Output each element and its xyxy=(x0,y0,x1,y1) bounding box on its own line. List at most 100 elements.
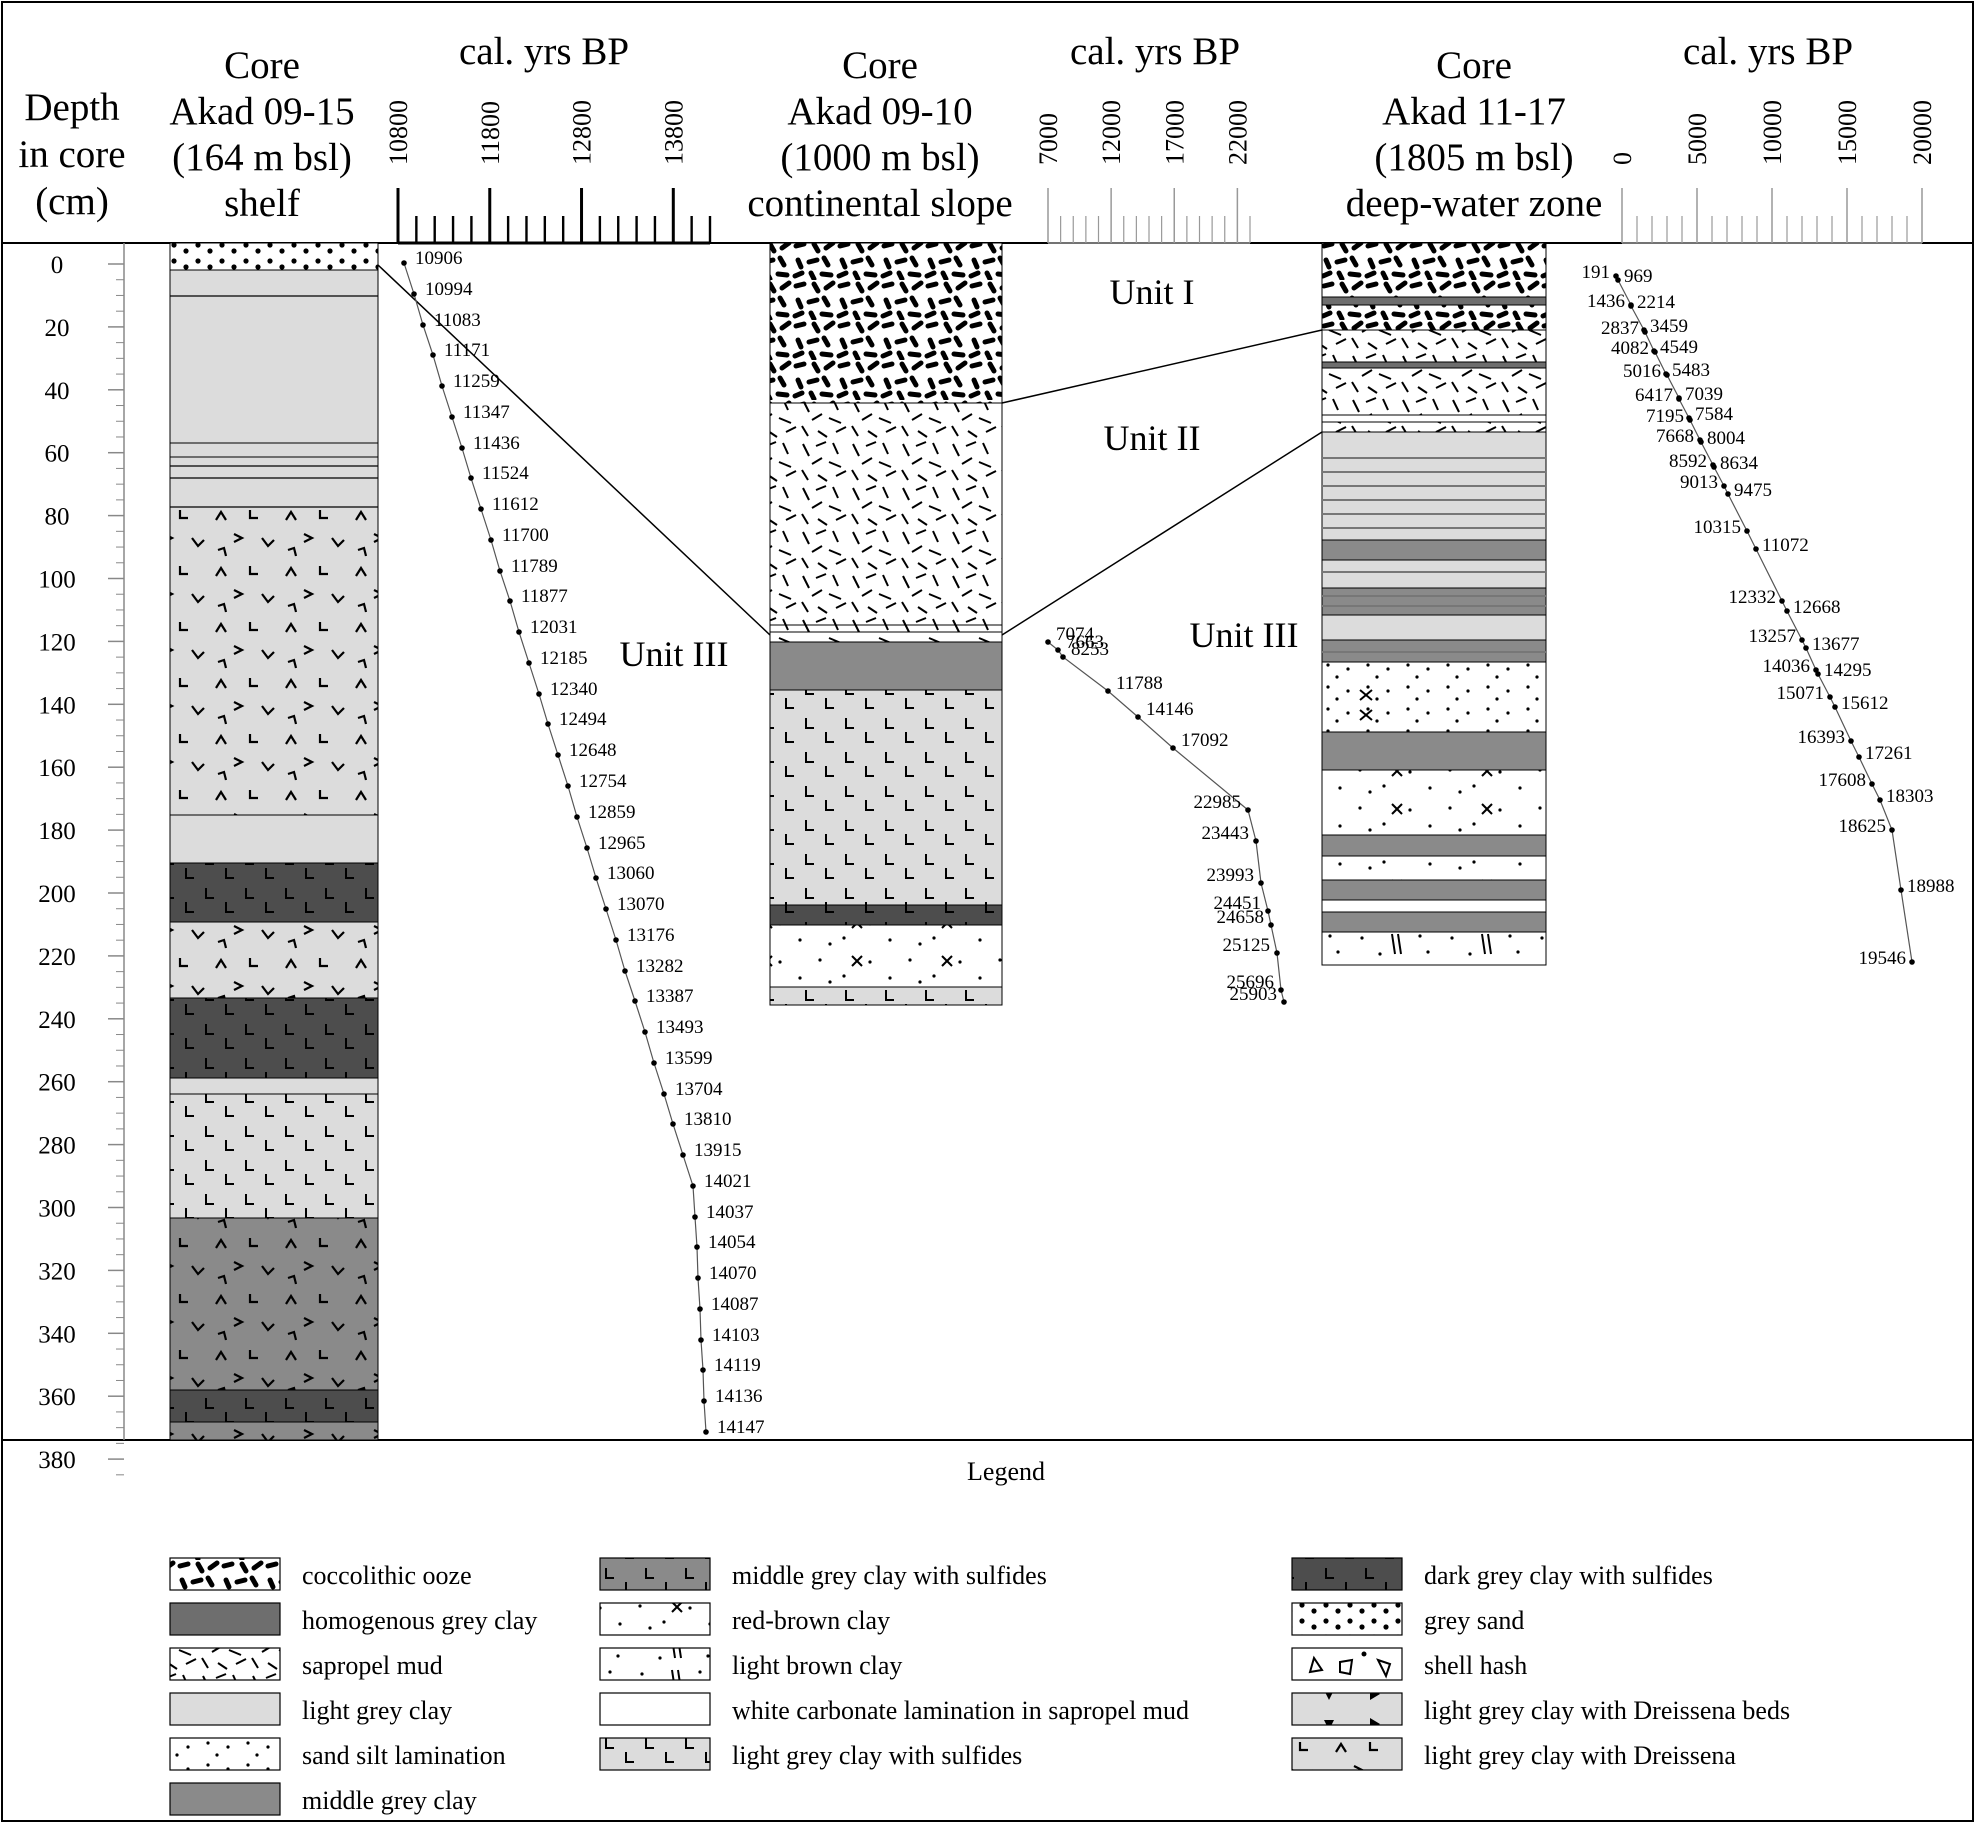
age-point xyxy=(1711,464,1717,470)
core-layer xyxy=(169,1389,379,1423)
age-point xyxy=(488,537,494,543)
depth-tick-label: 60 xyxy=(45,441,70,468)
age-label: 11612 xyxy=(492,494,539,515)
core-layer xyxy=(169,1217,379,1391)
age-point xyxy=(1253,838,1259,844)
legend-label: light grey clay with sulfides xyxy=(732,1741,1022,1770)
age-label: 7663 xyxy=(1066,632,1104,653)
age-axis-title: cal. yrs BP xyxy=(1070,30,1240,73)
age-point xyxy=(1889,827,1895,833)
age-point xyxy=(1615,277,1621,283)
depth-tick-label: 20 xyxy=(45,315,70,342)
legend-item: white carbonate lamination in sapropel m… xyxy=(599,1692,1189,1726)
age-label: 13599 xyxy=(665,1048,713,1069)
age-label: 13810 xyxy=(684,1109,732,1130)
core-layer xyxy=(769,904,1003,926)
core-title-line: Akad 09-10 xyxy=(787,90,972,133)
age-point xyxy=(565,783,571,789)
age-point xyxy=(497,568,503,574)
legend-label: grey sand xyxy=(1424,1606,1524,1635)
legend-item: middle grey clay with sulfides xyxy=(599,1557,1047,1591)
unit-label-ii: Unit II xyxy=(1104,418,1201,458)
age-point xyxy=(593,875,599,881)
age-point xyxy=(1869,781,1875,787)
depth-tick-label: 40 xyxy=(45,378,70,405)
legend-label: shell hash xyxy=(1424,1651,1527,1680)
core-layer xyxy=(769,624,1003,643)
core-layer xyxy=(1321,899,1547,913)
age-label: 12965 xyxy=(598,833,646,854)
age-point xyxy=(468,475,474,481)
legend-label: homogenous grey clay xyxy=(302,1606,537,1635)
age-label: 4082 xyxy=(1611,338,1649,359)
legend-label: white carbonate lamination in sapropel m… xyxy=(732,1696,1189,1725)
core-title-line: Akad 11-17 xyxy=(1382,90,1566,133)
depth-tick-label: 200 xyxy=(38,881,76,908)
age-label: 12648 xyxy=(569,740,617,761)
age-label: 969 xyxy=(1624,266,1653,287)
depth-title-line: Depth xyxy=(24,86,119,129)
age-point xyxy=(651,1060,657,1066)
age-label: 17608 xyxy=(1819,770,1867,791)
core-title-line: continental slope xyxy=(747,182,1012,225)
legend-swatch-red-brown-clay xyxy=(599,1602,711,1636)
legend-item: red-brown clay xyxy=(599,1602,890,1636)
age-label: 5016 xyxy=(1623,361,1661,382)
age-point xyxy=(478,506,484,512)
core-layer xyxy=(1321,587,1547,616)
age-depth-models: 1090610994110831117111259113471143611524… xyxy=(401,248,1955,1438)
age-point xyxy=(507,598,513,604)
age-point xyxy=(1278,987,1284,993)
core-columns xyxy=(169,242,1547,1441)
age-point xyxy=(613,937,619,943)
age-label: 13493 xyxy=(656,1017,704,1038)
age-axis-title: cal. yrs BP xyxy=(1683,30,1853,73)
age-label: 14087 xyxy=(711,1294,759,1315)
correlation-lines xyxy=(377,264,1323,636)
legend-label: light brown clay xyxy=(732,1651,902,1680)
unit-correlation-line xyxy=(1001,329,1323,404)
age-point xyxy=(632,998,638,1004)
age-point xyxy=(1628,303,1634,309)
age-point xyxy=(411,291,417,297)
age-point xyxy=(1725,491,1731,497)
core-title-line: (1805 m bsl) xyxy=(1374,136,1573,179)
age-label: 9013 xyxy=(1680,472,1718,493)
age-label: 19546 xyxy=(1859,948,1907,969)
age-label: 6417 xyxy=(1635,385,1673,406)
age-axis-title: cal. yrs BP xyxy=(459,30,629,73)
age-label: 12754 xyxy=(579,771,627,792)
core-layer xyxy=(1321,661,1547,733)
age-label: 11072 xyxy=(1762,535,1809,556)
age-tick-label: 22000 xyxy=(1223,100,1252,165)
depth-tick-label: 300 xyxy=(38,1196,76,1223)
age-label: 15612 xyxy=(1841,693,1889,714)
age-label: 13677 xyxy=(1812,634,1860,655)
age-point xyxy=(1055,647,1061,653)
age-label: 25903 xyxy=(1230,984,1278,1005)
age-point xyxy=(1687,417,1693,423)
age-label: 12668 xyxy=(1793,597,1841,618)
age-label: 14037 xyxy=(706,1202,754,1223)
age-point xyxy=(1268,922,1274,928)
age-tick-label: 12000 xyxy=(1097,100,1126,165)
legend-swatch-white-carbonate-lamination xyxy=(599,1692,711,1726)
core-layer xyxy=(1321,879,1547,901)
age-label: 23993 xyxy=(1207,865,1255,886)
core-layer xyxy=(169,921,379,999)
core-akad-09-10-column xyxy=(769,242,1003,1006)
legend-label: light grey clay xyxy=(302,1696,452,1725)
age-label: 15071 xyxy=(1777,683,1825,704)
age-point xyxy=(555,752,561,758)
age-tick-label: 7000 xyxy=(1034,113,1063,165)
age-tick-label: 10000 xyxy=(1758,100,1787,165)
age-point xyxy=(680,1152,686,1158)
age-tick-label: 20000 xyxy=(1908,100,1937,165)
depth-tick-label: 240 xyxy=(38,1007,76,1034)
age-point xyxy=(1676,396,1682,402)
age-point xyxy=(670,1121,676,1127)
age-label: 7039 xyxy=(1685,384,1723,405)
age-point xyxy=(692,1214,698,1220)
red-brown-cross xyxy=(1359,689,1373,701)
age-label: 12859 xyxy=(588,802,636,823)
